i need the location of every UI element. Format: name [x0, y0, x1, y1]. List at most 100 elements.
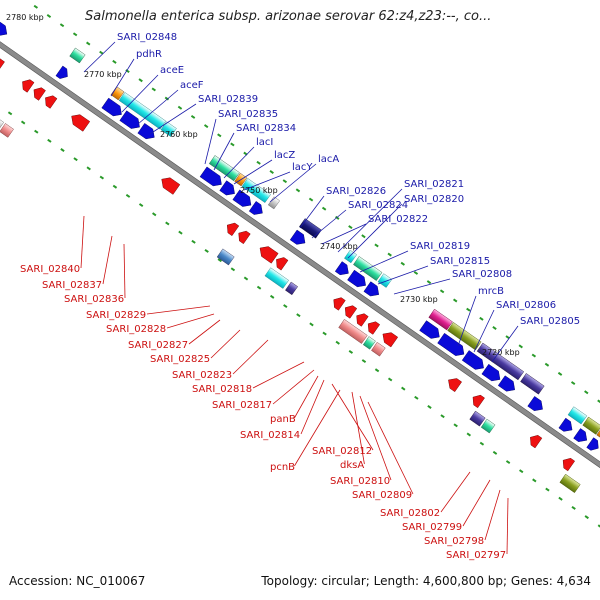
reverse-gene-label: SARI_02836 — [64, 294, 124, 305]
map-title: Salmonella enterica subsp. arizonae sero… — [85, 9, 492, 24]
tick-mark — [505, 460, 511, 465]
cog-block — [476, 342, 525, 381]
tick-mark — [335, 340, 340, 345]
reverse-leader-line — [367, 401, 414, 495]
tick-mark — [20, 120, 26, 125]
reverse-cds-arrow — [382, 332, 399, 348]
reverse-cds-arrow — [276, 257, 289, 271]
reverse-leader-line — [272, 369, 315, 405]
reverse-leader-line — [359, 395, 392, 481]
tick-mark — [453, 423, 458, 428]
forward-cds-arrow — [527, 396, 543, 411]
kbp-tick-label: 2750 kbp — [240, 186, 278, 195]
forward-cds-arrow — [573, 428, 588, 442]
reverse-gene-label: SARI_02823 — [172, 370, 232, 381]
tick-mark — [492, 326, 497, 330]
reverse-gene-label: SARI_02798 — [424, 536, 484, 547]
tick-mark — [413, 270, 419, 275]
reverse-cds-arrow — [238, 230, 251, 245]
tick-mark — [269, 170, 274, 174]
tick-mark — [7, 111, 13, 116]
forward-gene-label: mrcB — [478, 286, 504, 297]
forward-leader-line — [243, 171, 291, 191]
forward-cds-arrow — [334, 261, 349, 276]
forward-gene-label: SARI_02822 — [368, 214, 428, 225]
reverse-leader-line — [146, 305, 211, 315]
forward-gene-label: aceE — [160, 65, 184, 76]
reverse-leader-line — [484, 489, 501, 541]
tick-mark — [400, 261, 405, 266]
reverse-leader-line — [294, 389, 341, 467]
forward-leader-line — [377, 265, 429, 285]
forward-cds-arrow — [363, 281, 380, 297]
reverse-gene-label: SARI_02814 — [240, 430, 300, 441]
tick-mark — [138, 78, 143, 83]
reverse-leader-line — [188, 319, 221, 345]
tick-row-inner — [7, 111, 600, 529]
tick-mark — [452, 298, 458, 303]
forward-cds-track — [0, 20, 599, 451]
forward-gene-label: SARI_02835 — [218, 109, 278, 120]
reverse-leader-line — [80, 215, 85, 269]
forward-gene-label: SARI_02806 — [496, 300, 556, 311]
reverse-leader-line — [232, 339, 269, 375]
tick-mark — [387, 252, 392, 257]
forward-leader-line — [337, 188, 403, 253]
forward-leader-line — [83, 41, 116, 73]
forward-leader-line — [213, 132, 235, 171]
reverse-leader-line — [440, 471, 471, 513]
reverse-cds-arrow — [562, 457, 575, 472]
forward-cds-arrow — [119, 110, 140, 129]
tick-mark — [217, 258, 222, 263]
reverse-leader-line — [506, 497, 509, 555]
tick-mark — [283, 304, 288, 308]
reverse-gene-label: SARI_02797 — [446, 550, 506, 561]
accession-text: Accession: NC_010067 — [9, 574, 146, 588]
tick-mark — [203, 124, 209, 129]
tick-mark — [190, 114, 196, 119]
tick-mark — [519, 469, 524, 474]
tick-mark — [282, 179, 288, 184]
reverse-cog-track — [0, 116, 581, 493]
reverse-cds-arrow — [356, 313, 369, 327]
tick-mark — [296, 313, 301, 318]
kbp-tick-label: 2740 kbp — [320, 242, 358, 251]
reverse-gene-label: SARI_02817 — [212, 400, 272, 411]
reverse-gene-label: SARI_02837 — [42, 280, 102, 291]
cog-block — [559, 473, 581, 493]
tick-mark — [466, 432, 472, 437]
reverse-gene-label: SARI_02827 — [128, 340, 188, 351]
forward-leader-line — [121, 74, 159, 113]
forward-gene-label: SARI_02826 — [326, 186, 386, 197]
forward-cds-arrow — [586, 437, 599, 451]
kbp-tick-label: 2770 kbp — [84, 70, 122, 79]
forward-gene-label: lacY — [292, 162, 313, 173]
forward-gene-label: SARI_02821 — [404, 179, 464, 190]
tick-mark — [99, 175, 105, 180]
reverse-gene-label: SARI_02818 — [192, 384, 252, 395]
cog-block — [480, 418, 496, 434]
reverse-gene-label: SARI_02812 — [312, 446, 372, 457]
tick-mark — [544, 362, 550, 367]
cog-block — [567, 406, 588, 425]
reverse-gene-label: SARI_02810 — [330, 476, 390, 487]
tick-mark — [59, 23, 65, 28]
reverse-gene-label: SARI_02825 — [150, 354, 210, 365]
tick-mark — [426, 280, 432, 285]
forward-leader-line — [137, 89, 179, 125]
tick-mark — [558, 496, 563, 501]
forward-label-group: SARI_02848pdhRaceEaceFSARI_02839SARI_028… — [83, 32, 580, 363]
reverse-gene-label: SARI_02829 — [86, 310, 146, 321]
forward-cds-arrow — [558, 417, 573, 432]
tick-mark — [545, 487, 550, 492]
tick-mark — [387, 377, 393, 382]
tick-mark — [86, 41, 91, 46]
forward-cog-track — [69, 47, 600, 440]
tick-mark — [374, 243, 379, 248]
reverse-cds-arrow — [22, 79, 35, 93]
forward-cds-arrow — [481, 363, 501, 382]
reverse-cds-arrow — [45, 95, 58, 109]
cog-block — [338, 319, 368, 344]
reverse-cds-arrow — [472, 394, 485, 409]
